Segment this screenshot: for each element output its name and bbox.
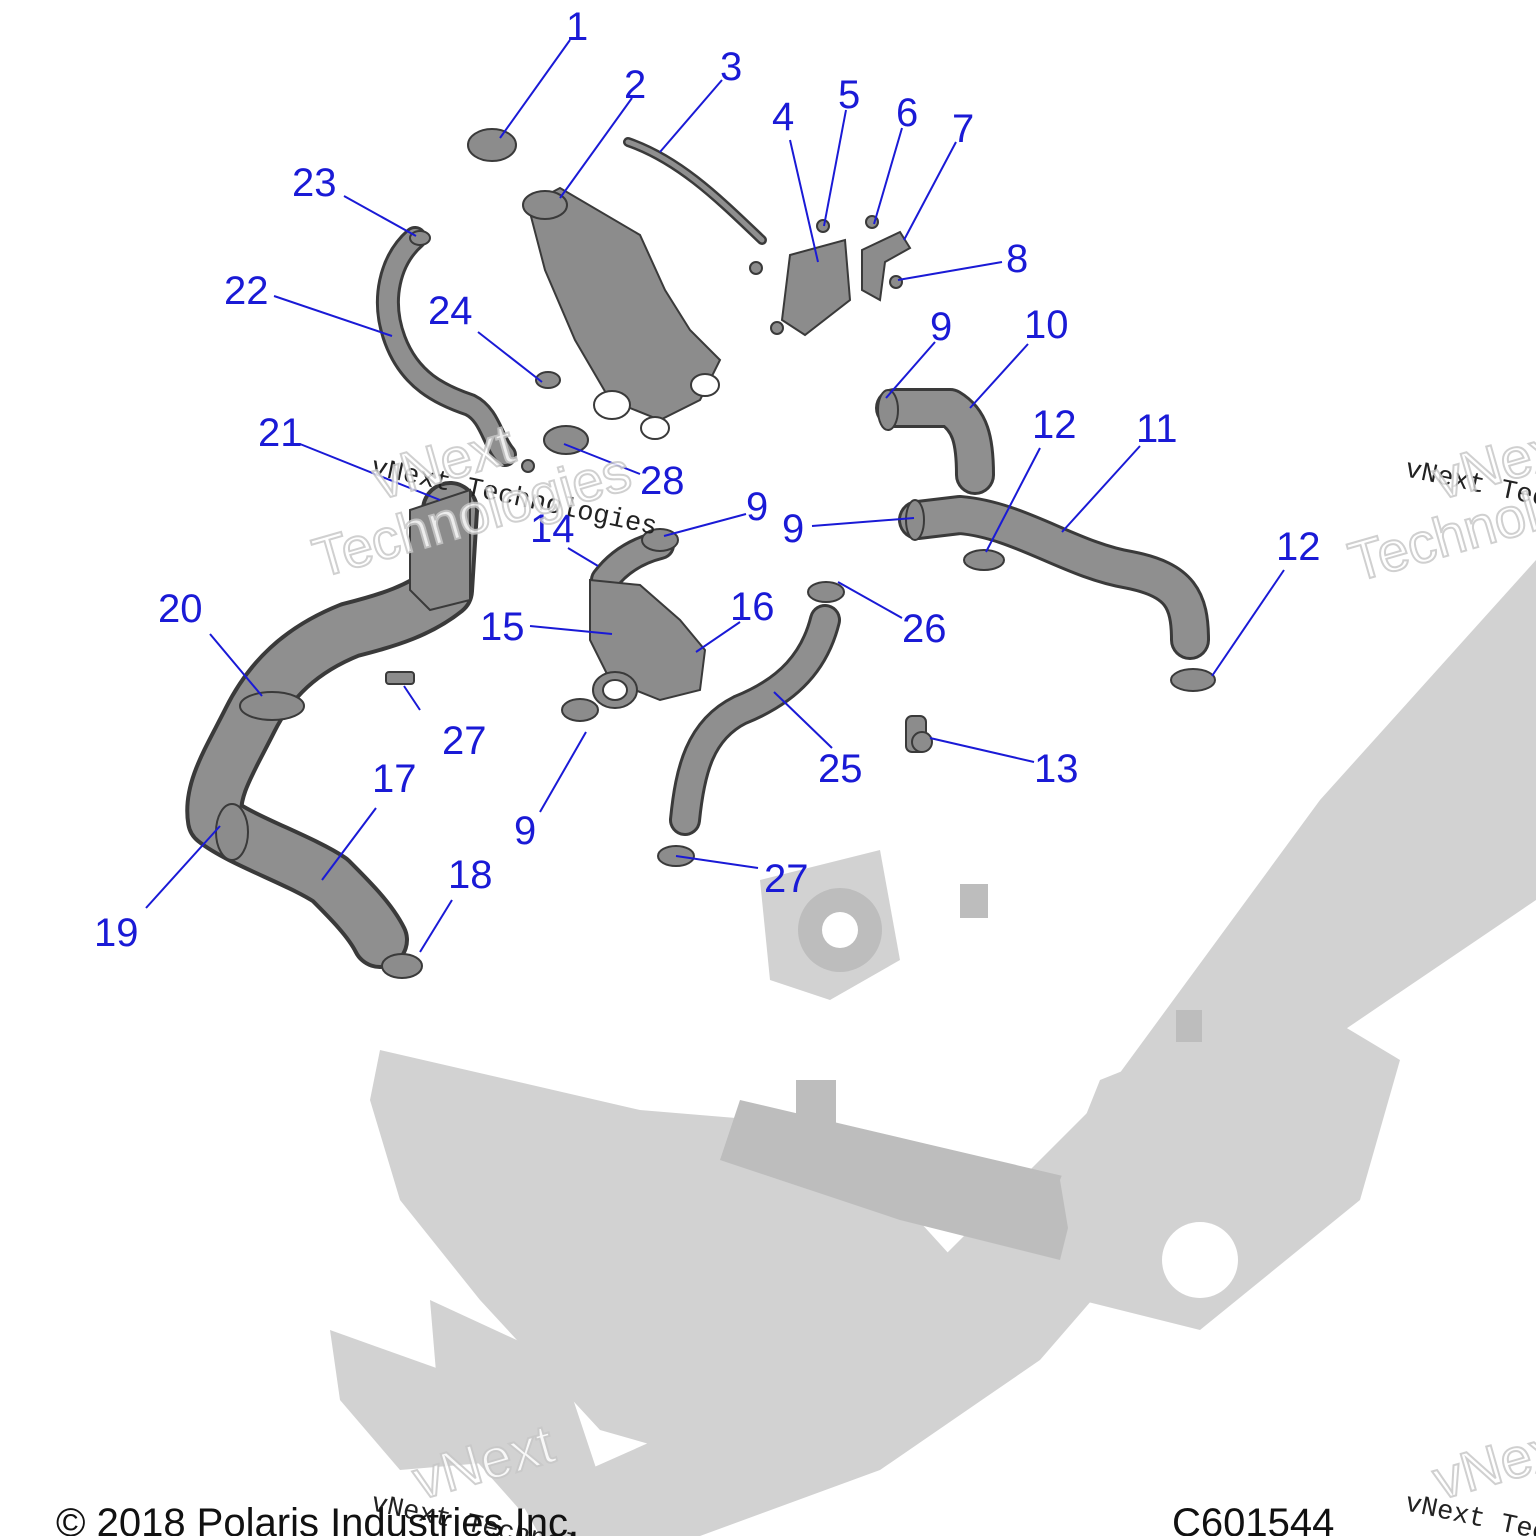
callout-9: 9 <box>782 507 804 551</box>
callout-20: 20 <box>158 587 203 631</box>
callout-11: 11 <box>1136 407 1178 451</box>
callout-22: 22 <box>224 269 269 313</box>
callout-27: 27 <box>442 719 487 763</box>
part-overflow-hose <box>623 137 767 245</box>
part-hose-clamp <box>535 371 561 389</box>
callout-27: 27 <box>764 857 809 901</box>
callout-1: 1 <box>566 5 588 49</box>
part-clip <box>385 671 415 685</box>
part-hose-clamp <box>807 581 845 603</box>
part-screw <box>770 321 784 335</box>
copyright-notice: © 2018 Polaris Industries Inc. <box>56 1501 579 1536</box>
part-clip <box>521 459 535 473</box>
part-coolant-bottle <box>522 186 722 440</box>
callout-labels: 1 2 3 4 5 6 7 8 9 10 11 12 12 13 14 15 1… <box>94 5 1321 955</box>
part-hose-clamp <box>239 691 305 721</box>
part-screw <box>749 261 763 275</box>
part-thermostat-housing <box>589 578 707 709</box>
callout-8: 8 <box>1006 237 1028 281</box>
callout-25: 25 <box>818 747 863 791</box>
callout-24: 24 <box>428 289 473 333</box>
callout-10: 10 <box>1024 303 1069 347</box>
part-hose-clamp <box>381 953 423 979</box>
callout-28: 28 <box>640 459 685 503</box>
callout-4: 4 <box>772 95 794 139</box>
callout-16: 16 <box>730 585 775 629</box>
part-screw <box>889 275 903 289</box>
part-fitting <box>905 715 933 753</box>
part-clip <box>861 230 912 302</box>
callout-2: 2 <box>624 63 646 107</box>
callout-9: 9 <box>930 305 952 349</box>
callout-9: 9 <box>514 809 536 853</box>
part-hose-clamp <box>963 549 1005 571</box>
callout-9: 9 <box>746 485 768 529</box>
part-hose-clamp <box>561 698 599 722</box>
part-hose-clamp <box>905 499 925 541</box>
callout-17: 17 <box>372 757 417 801</box>
callout-18: 18 <box>448 853 493 897</box>
figure-id: C601544 <box>1172 1501 1334 1536</box>
part-radiator-neck <box>409 488 471 612</box>
callout-5: 5 <box>838 73 860 117</box>
part-screw <box>816 219 830 233</box>
callout-21: 21 <box>258 411 303 455</box>
callout-12: 12 <box>1276 525 1321 569</box>
callout-23: 23 <box>292 161 337 205</box>
callout-15: 15 <box>480 605 525 649</box>
part-bracket <box>780 238 852 337</box>
chassis-frame-ghost <box>330 560 1536 1536</box>
part-hose-clamp <box>215 803 249 861</box>
callout-13: 13 <box>1034 747 1079 791</box>
part-hose-clamp <box>409 230 431 246</box>
callout-12: 12 <box>1032 403 1077 447</box>
callout-7: 7 <box>952 107 974 151</box>
part-hose-clamp <box>543 425 589 455</box>
callout-26: 26 <box>902 607 947 651</box>
part-cap <box>467 128 517 162</box>
callout-3: 3 <box>720 45 742 89</box>
leader-lines <box>145 39 1285 953</box>
callout-19: 19 <box>94 911 139 955</box>
callout-14: 14 <box>530 507 575 551</box>
part-hose-clamp <box>877 389 899 431</box>
part-hose-clamp <box>1170 668 1216 692</box>
callout-6: 6 <box>896 91 918 135</box>
